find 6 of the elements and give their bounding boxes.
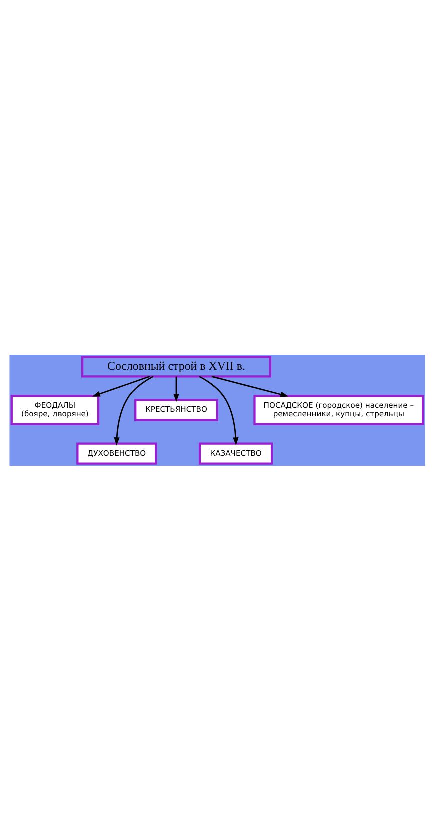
arrow — [199, 376, 239, 446]
node-box: Сословный строй в XVII в. — [81, 356, 272, 378]
arrow — [174, 376, 180, 402]
arrow — [92, 376, 150, 396]
arrow — [212, 376, 289, 397]
arrow — [114, 376, 154, 446]
